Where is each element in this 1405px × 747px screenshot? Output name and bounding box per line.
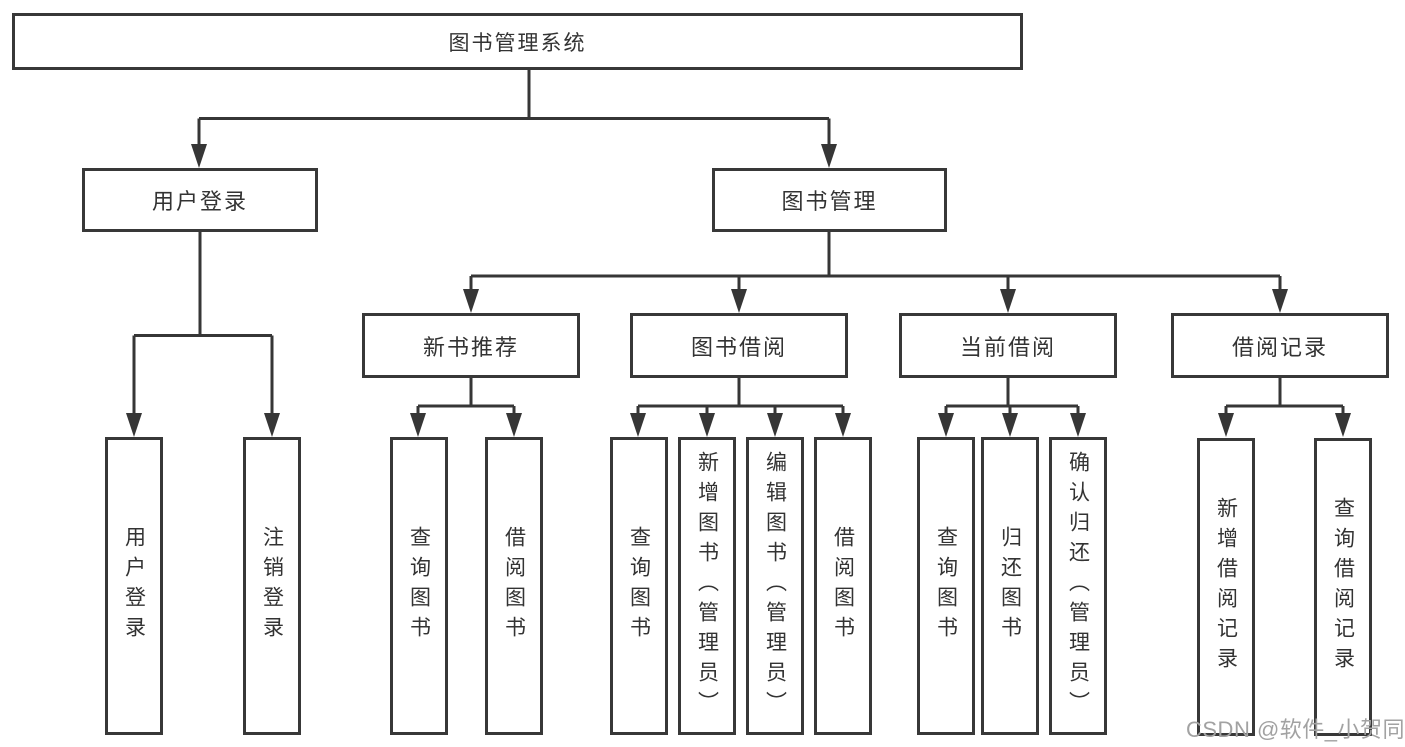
node-label: 用户登录 [151,189,248,214]
node-query-books-recommend: 查询图书 [390,437,448,735]
watermark-text: CSDN @软件_小贺同学 [1186,717,1405,742]
node-borrow-books-recommend: 借阅图书 [485,437,543,735]
node-label: 借阅记录 [1231,334,1328,360]
node-label: 查询图书 [934,526,958,646]
node-query-borrow-record: 查询借阅记录 [1314,438,1372,736]
node-current-borrowing: 当前借阅 [899,313,1117,378]
node-user-login-leaf: 用户登录 [105,437,163,735]
node-label: 新书推荐 [422,334,519,360]
node-query-books-current: 查询图书 [917,437,975,735]
node-label: 确认归还（管理员） [1066,451,1090,721]
node-label: 查询图书 [627,526,651,646]
node-logout: 注销登录 [243,437,301,735]
node-label: 用户登录 [122,526,146,646]
node-label: 图书管理 [781,189,878,214]
node-label: 编辑图书（管理员） [763,451,787,721]
node-book-management-module: 图书管理 [712,168,947,232]
arrowhead-icons [126,144,1351,437]
node-borrowing-records: 借阅记录 [1171,313,1389,378]
node-label: 查询图书 [407,526,431,646]
node-borrow-books: 借阅图书 [814,437,872,735]
node-add-borrow-record: 新增借阅记录 [1197,438,1255,736]
node-query-books-borrowing: 查询图书 [610,437,668,735]
node-label: 注销登录 [260,526,284,646]
node-new-book-recommend: 新书推荐 [362,313,580,378]
node-root-system: 图书管理系统 [12,13,1023,70]
node-edit-book-admin: 编辑图书（管理员） [746,437,804,735]
node-label: 图书借阅 [690,334,787,360]
node-book-borrowing: 图书借阅 [630,313,848,378]
node-confirm-return-admin: 确认归还（管理员） [1049,437,1107,735]
node-label: 新增图书（管理员） [695,451,719,721]
node-return-book: 归还图书 [981,437,1039,735]
connector-lines [132,69,1345,416]
node-label: 新增借阅记录 [1214,497,1238,677]
node-user-login-module: 用户登录 [82,168,318,232]
node-label: 查询借阅记录 [1331,497,1355,677]
node-label: 借阅图书 [831,526,855,646]
node-label: 借阅图书 [502,526,526,646]
node-label: 归还图书 [998,526,1022,646]
node-add-book-admin: 新增图书（管理员） [678,437,736,735]
node-label: 当前借阅 [959,334,1056,360]
node-label: 图书管理系统 [448,31,587,55]
